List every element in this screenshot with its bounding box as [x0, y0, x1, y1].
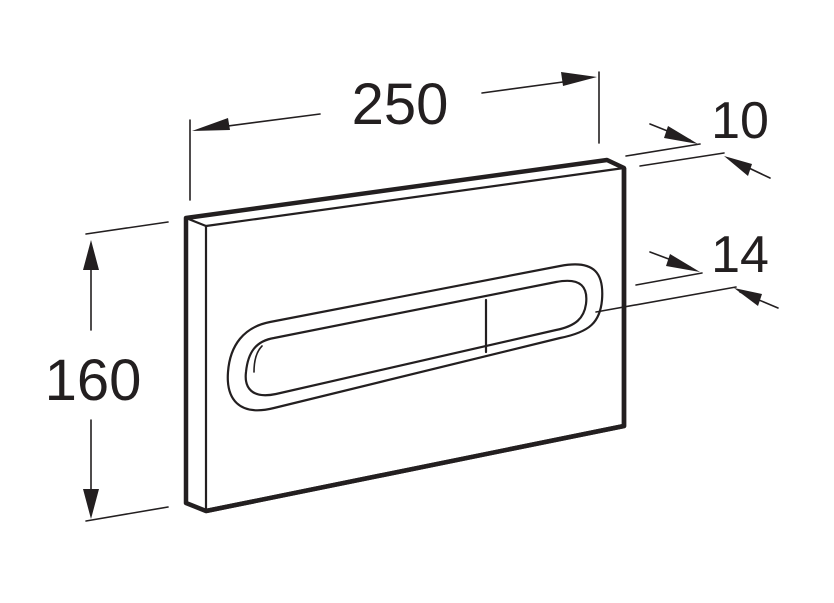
projection-arrow-lower [734, 288, 762, 306]
plate-front-face [183, 157, 627, 514]
button-outer-outline [226, 263, 604, 412]
flush-plate [183, 157, 627, 514]
projection-dimension: 14 [635, 226, 779, 309]
thickness-arrow-lower [724, 156, 752, 176]
height-dimension: 160 [45, 221, 169, 522]
height-extension-bottom [85, 506, 169, 522]
projection-label: 14 [711, 226, 769, 284]
flush-button [226, 263, 737, 412]
height-arrow-top [83, 240, 99, 270]
button-inner-outline [244, 279, 588, 397]
button-highlight [253, 345, 263, 373]
button-projection-guide [595, 286, 737, 313]
thickness-dimension: 10 [625, 92, 771, 179]
width-dimension: 250 [189, 71, 600, 201]
height-label: 160 [45, 348, 142, 413]
height-arrow-bottom [83, 489, 99, 519]
thickness-extension-inner [639, 152, 725, 167]
projection-extension-outer [635, 272, 703, 286]
thickness-extension-outer [625, 143, 701, 157]
width-label: 250 [352, 72, 449, 137]
plate-thickness-edge [205, 168, 627, 514]
width-arrow-right [561, 72, 597, 86]
plate-bevel-top [184, 166, 626, 228]
height-extension-top [85, 221, 169, 235]
projection-arrow-upper [666, 254, 700, 272]
thickness-arrow-upper [664, 126, 698, 144]
width-arrow-left [192, 118, 230, 131]
thickness-label: 10 [711, 92, 769, 150]
